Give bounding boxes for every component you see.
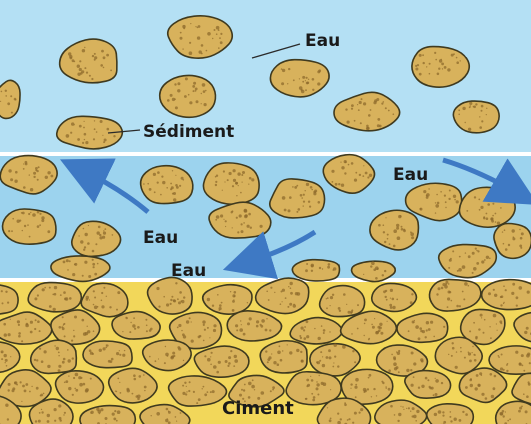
sediment-grain bbox=[372, 283, 417, 311]
sediment-grain bbox=[160, 75, 216, 117]
sediment-grain bbox=[260, 341, 307, 373]
label-sediment: Sédiment bbox=[143, 122, 234, 142]
sediment-grain bbox=[56, 371, 104, 403]
sediment-grain bbox=[28, 283, 81, 312]
sediment-grain bbox=[489, 346, 531, 374]
sediment-grain bbox=[270, 179, 325, 218]
sediment-grain bbox=[0, 80, 20, 118]
sediment-grain bbox=[482, 280, 531, 310]
sediment-grain bbox=[459, 187, 515, 227]
panel-separator-1 bbox=[0, 152, 531, 156]
sediment-grain bbox=[412, 47, 469, 88]
sediment-grain bbox=[427, 404, 474, 424]
label-water-mid-left: Eau bbox=[143, 228, 178, 248]
sediment-grain bbox=[320, 286, 365, 317]
sediment-grain bbox=[141, 166, 193, 204]
sediment-grain bbox=[2, 209, 55, 244]
sediment-grain bbox=[453, 101, 499, 133]
label-cement: Ciment bbox=[222, 398, 294, 419]
sediment-grain bbox=[203, 285, 252, 314]
sediment-grain bbox=[405, 371, 451, 399]
sediment-grain bbox=[194, 346, 249, 377]
label-water-mid-right: Eau bbox=[393, 165, 428, 185]
sediment-grain bbox=[292, 260, 339, 281]
sediment-grain bbox=[83, 341, 132, 368]
sediment-grain bbox=[494, 223, 531, 258]
sediment-grain bbox=[203, 163, 259, 204]
label-water-top: Eau bbox=[305, 31, 340, 51]
label-water-mid-bottom: Eau bbox=[171, 261, 206, 281]
